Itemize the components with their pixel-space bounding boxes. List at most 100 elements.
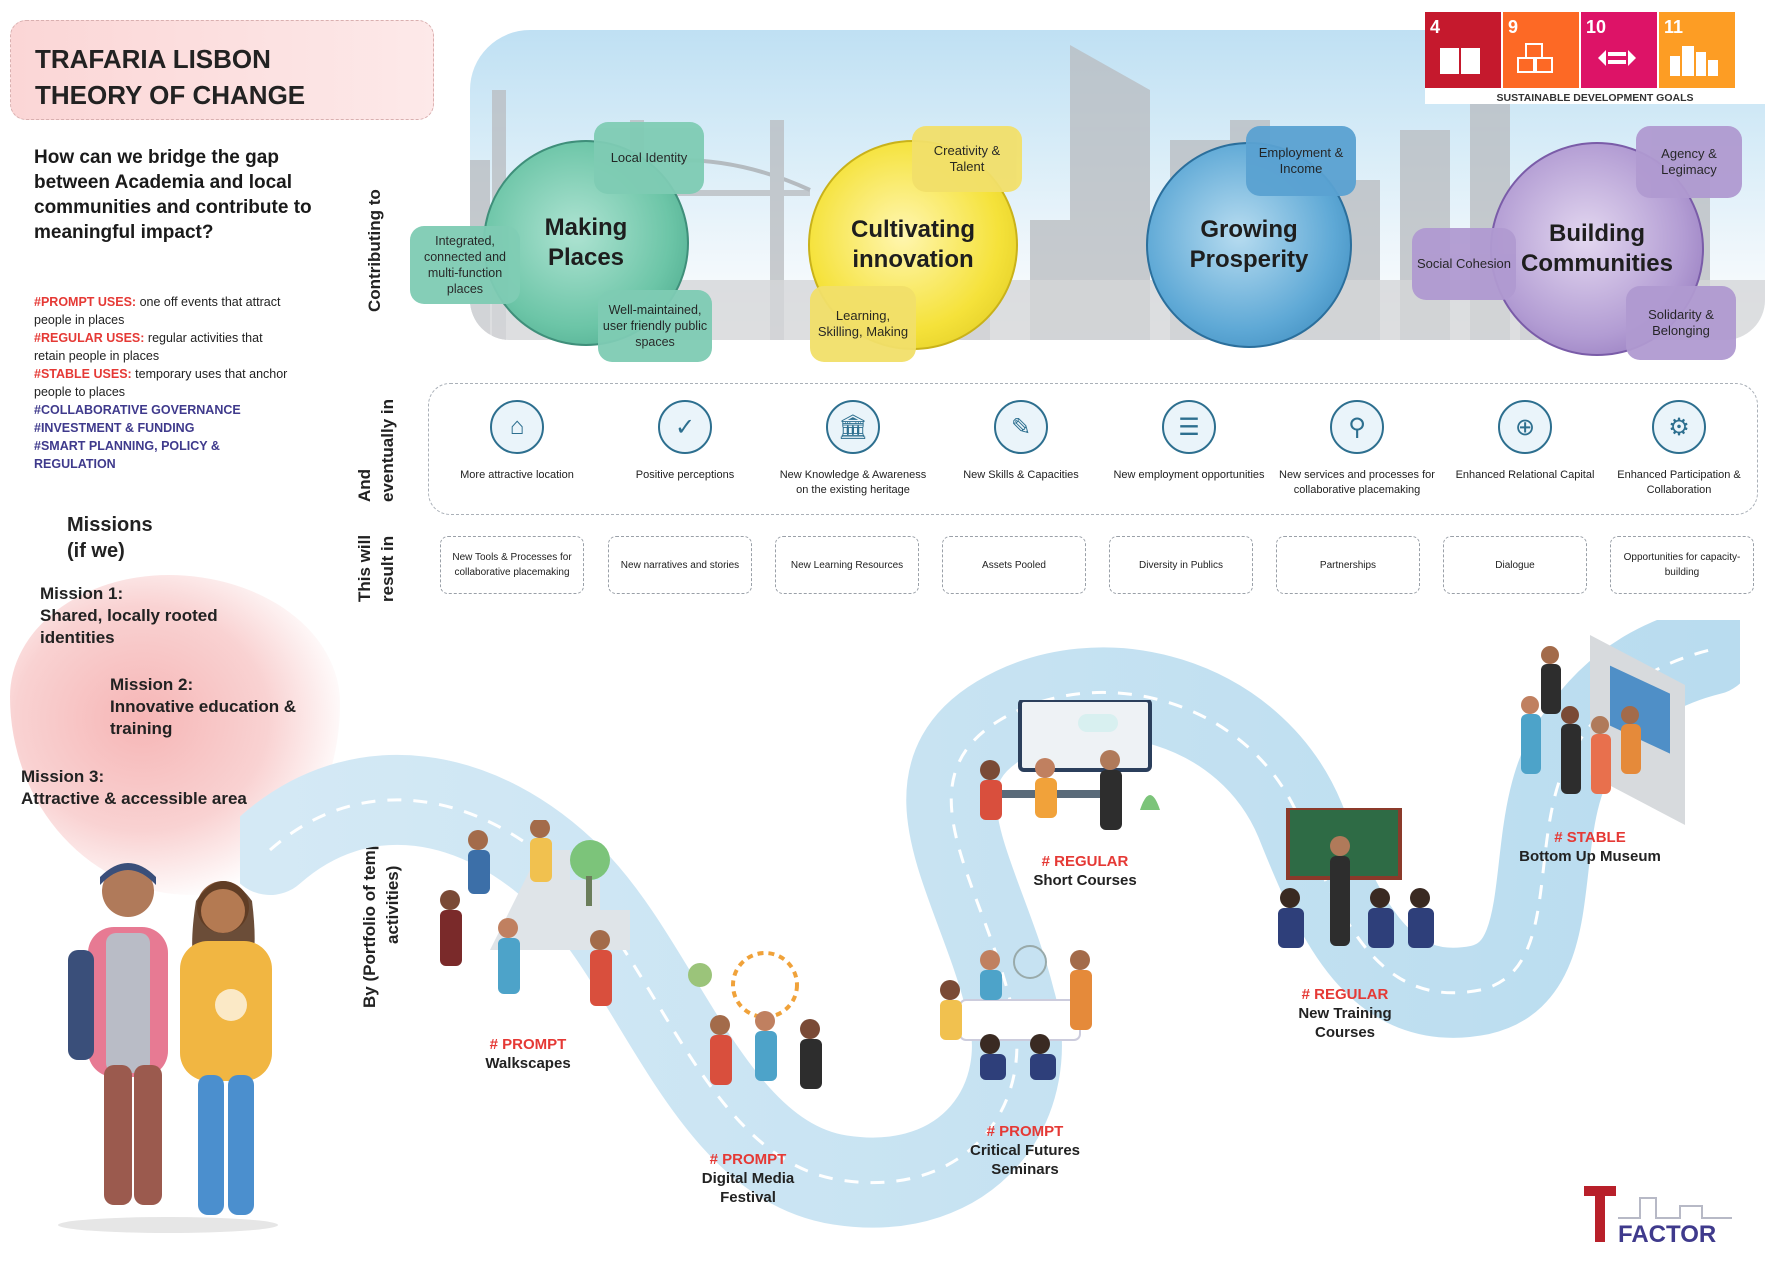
title-line-1: TRAFARIA LISBON bbox=[35, 44, 271, 74]
activity-path bbox=[240, 620, 1740, 1228]
bench-icon: ⌂ bbox=[490, 400, 544, 454]
growing-title-2: Prosperity bbox=[1189, 246, 1309, 273]
bubble-solidarity-belonging: Solidarity & Belonging bbox=[1626, 286, 1736, 360]
missions-title-line-2: (if we) bbox=[67, 540, 125, 562]
outcome-label: New Skills & Capacities bbox=[963, 469, 1079, 481]
outcome-employment-opportunities: ☰ New employment opportunities bbox=[1109, 384, 1269, 516]
making-title-1: Making bbox=[544, 214, 628, 241]
activity-tag: # PROMPT bbox=[709, 1151, 787, 1168]
outcome-new-skills: ✎ New Skills & Capacities bbox=[941, 384, 1101, 516]
activity-name-2: Courses bbox=[1314, 1024, 1376, 1041]
network-people-icon: ⊕ bbox=[1498, 400, 1552, 454]
city-buildings-icon bbox=[1670, 46, 1718, 76]
sdg-11-sustainable-cities: 11 bbox=[1659, 12, 1735, 88]
activity-name: Bottom Up Museum bbox=[1519, 848, 1661, 865]
label-result-in: result in bbox=[378, 535, 397, 602]
label-contributing-to: Contributing to bbox=[365, 189, 384, 312]
result-assets-pooled: Assets Pooled bbox=[942, 536, 1086, 594]
result-partnerships: Partnerships bbox=[1276, 536, 1420, 594]
outcome-label: More attractive location bbox=[460, 469, 574, 481]
handshake-gear-icon: ⚙ bbox=[1652, 400, 1706, 454]
outcome-new-knowledge: 🏛 New Knowledge & Awareness on the exist… bbox=[773, 384, 933, 516]
mission-2-head: Mission 2: bbox=[110, 675, 194, 694]
result-dialogue: Dialogue bbox=[1443, 536, 1587, 594]
handshake-pin-icon: ⚲ bbox=[1330, 400, 1384, 454]
guiding-question: How can we bridge the gap between Academ… bbox=[34, 147, 312, 243]
bubble-employment-income: Employment & Income bbox=[1246, 126, 1356, 196]
cultivating-title-1: Cultivating bbox=[851, 216, 975, 243]
title-box: TRAFARIA LISBON THEORY OF CHANGE bbox=[10, 20, 434, 120]
result-diversity-publics: Diversity in Publics bbox=[1109, 536, 1253, 594]
outcome-label: New services and processes for collabora… bbox=[1279, 469, 1435, 496]
bubble-creativity-talent: Creativity & Talent bbox=[912, 126, 1022, 192]
activity-bottom-up-museum: # STABLE Bottom Up Museum bbox=[1505, 828, 1675, 866]
bubble-well-maintained: Well-maintained, user friendly public sp… bbox=[598, 290, 712, 362]
growing-title-1: Growing bbox=[1200, 216, 1298, 243]
book-icon bbox=[1440, 48, 1480, 74]
head-check-icon: ✓ bbox=[658, 400, 712, 454]
walkscapes-illustration bbox=[440, 820, 630, 1006]
use-funding: #INVESTMENT & FUNDING bbox=[34, 421, 195, 435]
outcome-label: Enhanced Participation & Collaboration bbox=[1617, 469, 1741, 496]
digital-festival-illustration bbox=[688, 951, 822, 1089]
use-planning: #SMART PLANNING, POLICY & REGULATION bbox=[34, 439, 220, 471]
sdg-label: SUSTAINABLE DEVELOPMENT GOALS bbox=[1496, 92, 1694, 104]
activity-name-1: Digital Media bbox=[701, 1170, 795, 1187]
outcome-more-attractive-location: ⌂ More attractive location bbox=[437, 384, 597, 516]
sdg-4-quality-education: 4 bbox=[1425, 12, 1501, 88]
building-title-1: Building bbox=[1549, 220, 1645, 247]
activity-name: Short Courses bbox=[1033, 872, 1137, 889]
result-capacity-building: Opportunities for capacity- building bbox=[1610, 536, 1754, 594]
activity-name-1: New Training bbox=[1298, 1005, 1392, 1022]
bubble-agency-legimacy: Agency & Legimacy bbox=[1636, 126, 1742, 198]
outcome-relational-capital: ⊕ Enhanced Relational Capital bbox=[1445, 384, 1605, 516]
use-governance: #COLLABORATIVE GOVERNANCE bbox=[34, 403, 241, 417]
activity-new-training: # REGULAR New Training Courses bbox=[1265, 985, 1425, 1042]
bubble-social-cohesion: Social Cohesion bbox=[1412, 228, 1516, 300]
result-narratives: New narratives and stories bbox=[608, 536, 752, 594]
activity-name-1: Critical Futures bbox=[969, 1142, 1081, 1159]
title-line-2: THEORY OF CHANGE bbox=[35, 80, 306, 110]
outcomes-row: ⌂ More attractive location ✓ Positive pe… bbox=[428, 383, 1758, 515]
activity-critical-futures: # PROMPT Critical Futures Seminars bbox=[940, 1122, 1110, 1179]
mission-1: Mission 1: Shared, locally rooted identi… bbox=[40, 583, 260, 649]
cultivating-title-2: innovation bbox=[852, 246, 974, 273]
bubble-integrated-places: Integrated, connected and multi-function… bbox=[410, 226, 520, 304]
activity-tag: # REGULAR bbox=[1301, 986, 1389, 1003]
activity-name-2: Seminars bbox=[991, 1161, 1059, 1178]
hand-tools-icon: ✎ bbox=[994, 400, 1048, 454]
outcome-label: Positive perceptions bbox=[635, 469, 735, 481]
building-title-2: Communities bbox=[1520, 250, 1673, 277]
mission-3: Mission 3: Attractive & accessible area bbox=[21, 766, 281, 810]
label-this-will: This will bbox=[355, 534, 374, 602]
outcome-new-services: ⚲ New services and processes for collabo… bbox=[1277, 384, 1437, 516]
result-tools-processes: New Tools & Processes for collaborative … bbox=[440, 536, 584, 594]
activity-walkscapes: # PROMPT Walkscapes bbox=[458, 1035, 598, 1073]
seminars-illustration bbox=[940, 945, 1092, 1080]
missions-title: Missions (if we) bbox=[67, 512, 153, 564]
mission-1-head: Mission 1: bbox=[40, 584, 124, 603]
use-prompt: #PROMPT USES: one off events that attrac… bbox=[34, 295, 281, 327]
mission-3-body: Attractive & accessible area bbox=[21, 789, 247, 808]
label-eventually-in: eventually in bbox=[378, 399, 397, 502]
museum-icon: 🏛 bbox=[826, 400, 880, 454]
mission-2: Mission 2: Innovative education & traini… bbox=[110, 674, 330, 740]
equality-arrows-icon bbox=[1598, 50, 1636, 66]
missions-title-line-1: Missions bbox=[67, 514, 153, 536]
outcome-label: New employment opportunities bbox=[1113, 469, 1265, 481]
result-learning-resources: New Learning Resources bbox=[775, 536, 919, 594]
mission-2-body: Innovative education & training bbox=[110, 697, 297, 738]
making-title-2: Places bbox=[547, 244, 625, 271]
activity-name-2: Festival bbox=[720, 1189, 776, 1206]
mission-3-head: Mission 3: bbox=[21, 767, 105, 786]
outcome-label: New Knowledge & Awareness on the existin… bbox=[779, 469, 927, 496]
bubble-local-identity: Local Identity bbox=[594, 122, 704, 194]
label-and: And bbox=[355, 468, 374, 502]
use-regular: #REGULAR USES: regular activities that r… bbox=[34, 331, 263, 363]
use-stable: #STABLE USES: temporary uses that anchor… bbox=[34, 367, 288, 399]
short-courses-illustration bbox=[980, 700, 1160, 830]
tfactor-logo: FACTOR bbox=[1584, 1186, 1732, 1248]
training-courses-illustration bbox=[1278, 808, 1434, 948]
activity-digital-festival: # PROMPT Digital Media Festival bbox=[668, 1150, 828, 1207]
mission-1-body: Shared, locally rooted identities bbox=[40, 606, 218, 647]
